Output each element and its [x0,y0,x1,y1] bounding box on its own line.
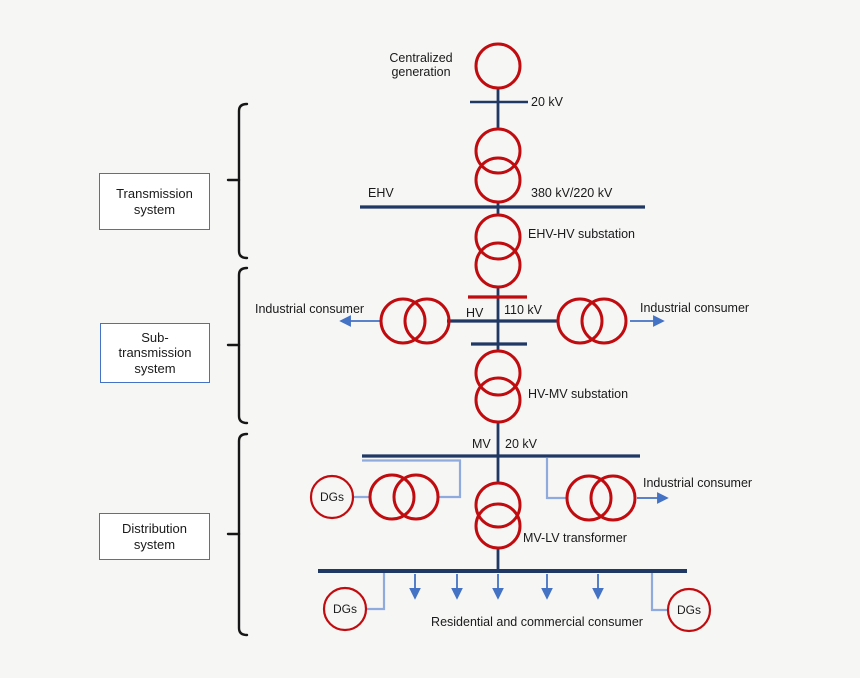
brace-distribution [226,432,249,637]
label-industrial-consumer-bottom: Industrial consumer [643,476,753,490]
dg-circle-bottom-left [322,586,368,632]
transformer-20kv-ehv [474,127,522,204]
transformer-hv-industrial-right [556,297,628,345]
label-mv: MV [472,437,491,451]
label-industrial-consumer-right: Industrial consumer [640,301,750,315]
dg-symbols [309,474,712,633]
label-hv: HV [466,306,484,320]
generator-symbol [474,42,522,90]
sub-transmission-line2: transmission [118,345,192,361]
label-mv-lv-transformer: MV-LV transformer [523,531,627,545]
consumer-arrows [339,315,669,600]
distribution-system-line2: system [133,536,176,552]
transformer-hv-mv [474,349,522,424]
transformer-mv-dg-left [368,473,440,521]
transmission-system-box: Transmission system [99,173,210,230]
label-110kv: 110 kV [504,303,542,317]
mvright-transformer-riser [545,458,567,500]
dg-bottomleft-riser [366,573,386,611]
dg-circle-bottom-right [666,587,712,633]
label-ehv: EHV [368,186,394,200]
brace-sub-transmission [226,266,249,425]
label-industrial-consumer-left: Industrial consumer [255,302,365,316]
label-centralized-line2: generation [391,65,451,79]
transformer-hv-industrial-left [379,297,451,345]
dg-label-bottom-right: DGs [677,603,701,617]
label-hv-mv-substation: HV-MV substation [528,387,629,401]
label-20kv-mid: 20 kV [505,437,537,451]
equipment-symbols [368,42,637,550]
label-residential-commercial: Residential and commercial consumer [431,615,643,629]
transmission-system-line2: system [133,201,176,217]
transmission-system-line1: Transmission [116,186,193,202]
distribution-system-box: Distribution system [99,513,210,560]
transformer-mv-lv [474,481,522,550]
label-20kv-top: 20 kV [531,95,563,109]
label-380kv-220kv: 380 kV/220 kV [531,186,613,200]
transformer-mv-industrial-right [565,474,637,522]
dg-label-bottom-left: DGs [333,602,357,616]
sub-transmission-line3: system [134,360,176,376]
label-centralized-line1: Centralized [389,51,453,65]
label-ehv-hv-substation: EHV-HV substation [528,227,635,241]
distribution-system-line1: Distribution [121,521,188,537]
sub-transmission-line1: Sub- [141,330,169,345]
sub-transmission-system-box: Sub- transmission system [100,323,210,383]
dg-circle-mid-left [309,474,355,520]
dg-label-mid-left: DGs [320,490,344,504]
section-braces [226,102,249,637]
bus-lines [318,88,687,573]
label-centralized-generation: Centralized generation [389,51,452,79]
transformer-ehv-hv [474,213,522,289]
dg-bottomright-riser [650,573,667,612]
mvleft-transformer-riser [362,459,462,499]
feeder-lines [353,458,667,612]
brace-transmission [226,102,249,260]
